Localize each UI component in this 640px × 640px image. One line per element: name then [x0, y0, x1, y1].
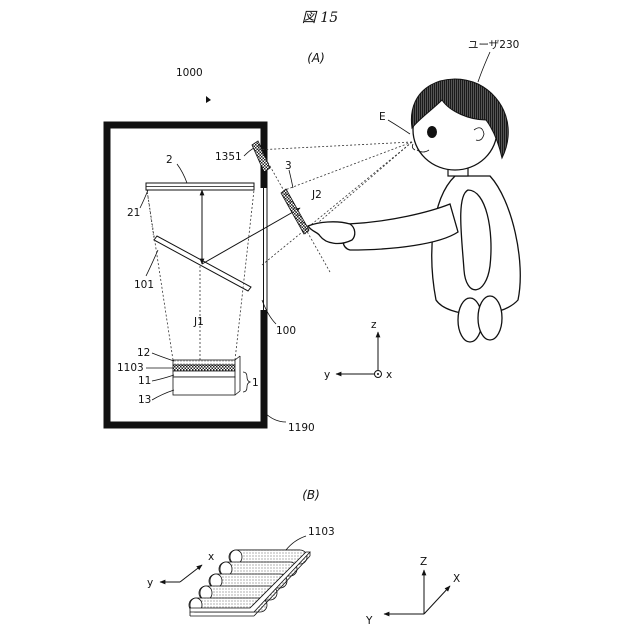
label-1000-pointer — [206, 96, 211, 103]
user-leg-right — [478, 296, 502, 340]
user-hand — [308, 222, 355, 244]
axis-a-y: y — [324, 369, 330, 381]
label-1103: 1103 — [117, 362, 144, 374]
axis-a-z: z — [371, 319, 377, 331]
label-1351: 1351 — [215, 151, 242, 163]
sight-lines — [256, 142, 412, 272]
display-unit-1 — [173, 356, 240, 395]
label-3: 3 — [285, 160, 292, 172]
label-user-230: ユーザ230 — [468, 39, 519, 51]
leader-101 — [146, 250, 158, 276]
layer-1103 — [173, 365, 235, 371]
axis-b-right-x: X — [453, 573, 460, 585]
label-e: E — [379, 111, 386, 123]
axis-b-left-y: y — [147, 577, 153, 589]
layer-12 — [173, 360, 235, 365]
label-1: 1 — [252, 377, 259, 389]
user-eye — [427, 126, 437, 138]
leader-3 — [289, 170, 293, 188]
leader-13 — [152, 390, 174, 400]
axes-a — [336, 332, 382, 378]
label-1000: 1000 — [176, 67, 203, 79]
layer-13 — [173, 377, 235, 395]
label-101: 101 — [134, 279, 154, 291]
element-2-plate — [146, 183, 254, 190]
leader-2 — [177, 164, 187, 183]
label-j1: J1 — [193, 316, 204, 328]
label-sheet-1103: 1103 — [308, 526, 335, 538]
label-12: 12 — [137, 347, 150, 359]
leader-21 — [140, 190, 148, 208]
axis-a-x: x — [386, 369, 392, 381]
leader-12 — [152, 353, 174, 361]
panel-a-label: (A) — [307, 51, 325, 65]
figure-title: 図 15 — [302, 10, 338, 26]
user-figure — [308, 79, 520, 342]
panel-b-label: (B) — [302, 488, 320, 502]
axes-b-left — [160, 565, 202, 582]
leader-eye — [388, 120, 410, 134]
label-13: 13 — [138, 394, 151, 406]
axis-b-right-y: Y — [365, 615, 373, 627]
leader-sheet-1103 — [286, 536, 306, 550]
axes-b-right — [384, 570, 450, 614]
label-j2: J2 — [311, 189, 322, 201]
label-2: 2 — [166, 154, 173, 166]
axis-b-left-x: x — [208, 551, 214, 563]
brace-1 — [243, 372, 250, 392]
label-21: 21 — [127, 207, 140, 219]
leader-user — [478, 52, 490, 82]
label-1190: 1190 — [288, 422, 315, 434]
leader-1351 — [244, 148, 254, 156]
leader-11 — [152, 375, 174, 381]
layer-11 — [173, 371, 235, 377]
light-cone — [147, 190, 254, 360]
label-100: 100 — [276, 325, 296, 337]
label-11: 11 — [138, 375, 151, 387]
axis-b-right-z: Z — [420, 556, 427, 568]
element-3-image-plane — [281, 189, 309, 234]
